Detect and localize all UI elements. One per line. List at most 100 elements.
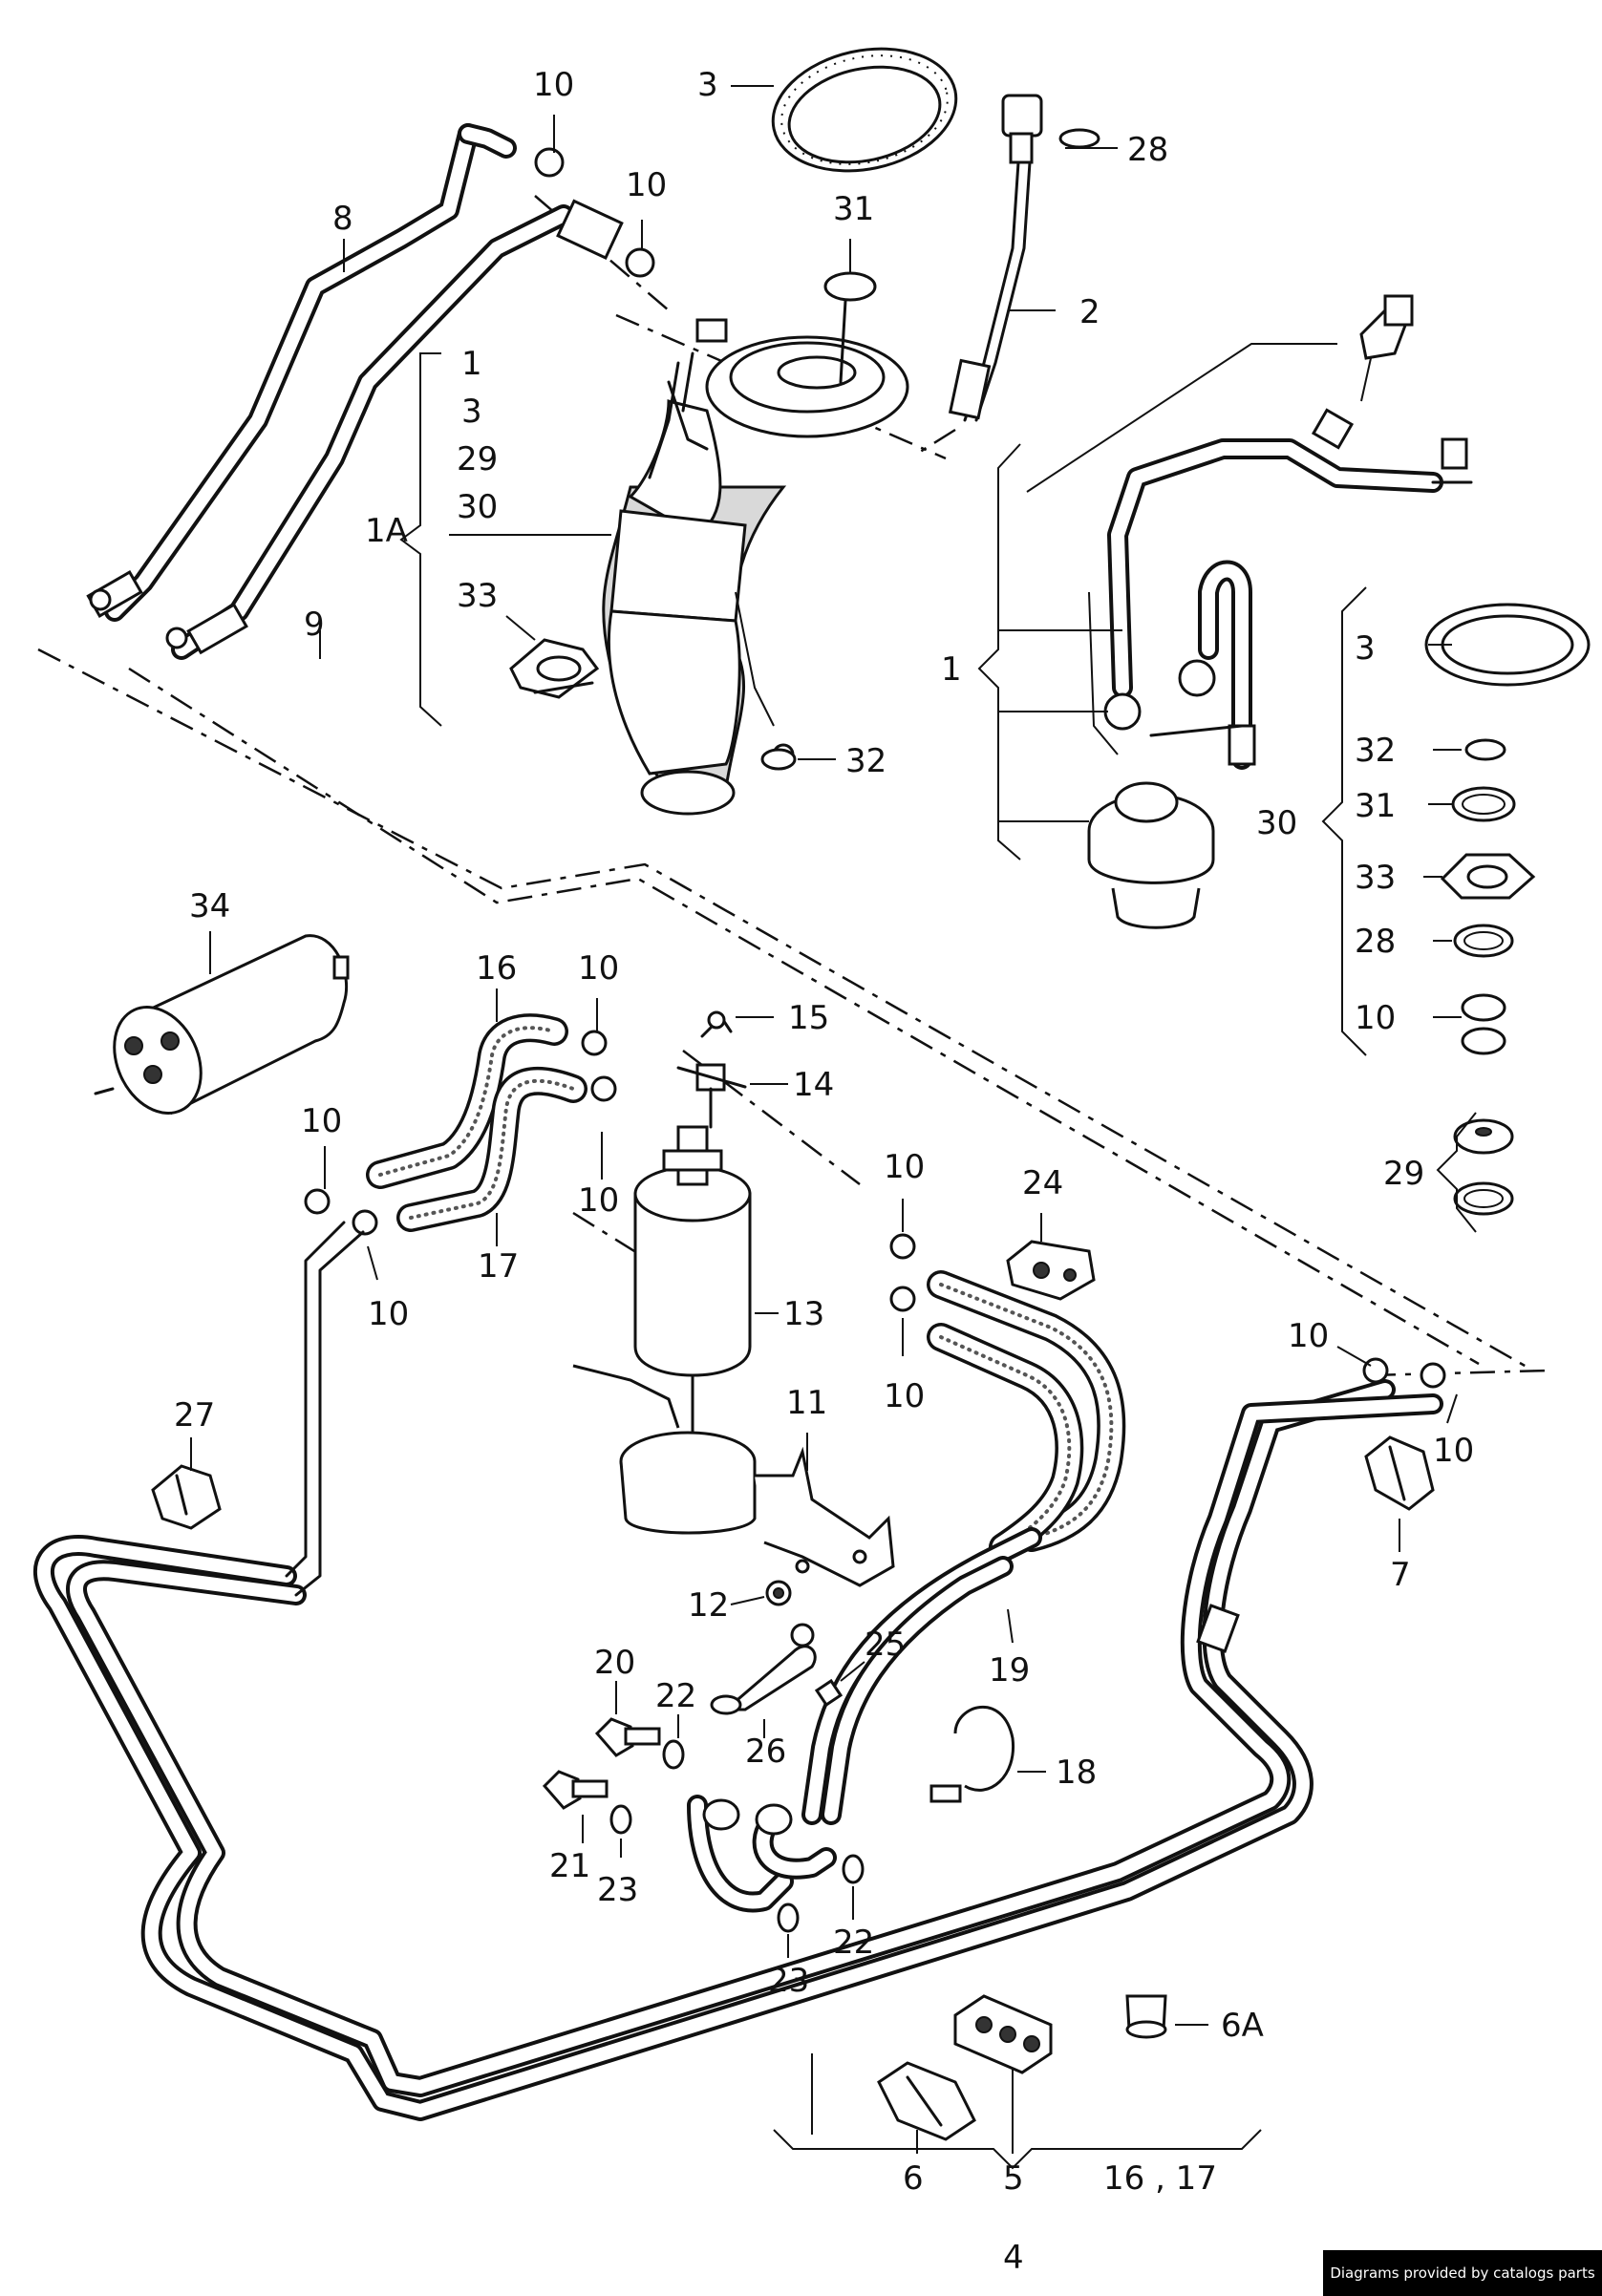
callout-6A: 6A bbox=[1221, 2007, 1264, 2045]
callout-32: 32 bbox=[1355, 732, 1396, 770]
callout-10: 10 bbox=[578, 1181, 619, 1220]
sender-gasket-33-left bbox=[509, 638, 600, 699]
callout-33: 33 bbox=[457, 577, 498, 615]
fuel-level-sensor-2 bbox=[948, 94, 1043, 422]
group-1a-item-29: 29 bbox=[457, 440, 498, 478]
breather-hose-9 bbox=[171, 199, 624, 660]
fuel-hose-17 bbox=[396, 1066, 587, 1232]
retainer-24 bbox=[1006, 1240, 1096, 1301]
callout-1A: 1A bbox=[365, 512, 408, 550]
filter-bracket-11 bbox=[572, 1364, 895, 1587]
fuel-hoses-to-lines bbox=[927, 1270, 1126, 1562]
seal-32-left bbox=[760, 748, 797, 771]
banjo-bolt-20 bbox=[594, 1717, 661, 1757]
callout-1: 1 bbox=[941, 650, 962, 689]
auxiliary-fuel-pump-34 bbox=[94, 934, 350, 1116]
callout-14: 14 bbox=[793, 1066, 834, 1104]
seal-32-right bbox=[1464, 738, 1506, 761]
o-ring-28-top bbox=[1058, 128, 1100, 149]
callout-30: 30 bbox=[1256, 804, 1297, 842]
callout-19: 19 bbox=[989, 1651, 1030, 1690]
callout-31: 31 bbox=[1355, 787, 1396, 825]
clip-7 bbox=[1364, 1435, 1435, 1511]
callout-11: 11 bbox=[786, 1384, 827, 1422]
callout-10: 10 bbox=[301, 1102, 342, 1140]
callout-3: 3 bbox=[697, 66, 718, 104]
gasket-33-right bbox=[1440, 853, 1536, 900]
group-1a-item-3: 3 bbox=[461, 393, 482, 431]
t-piece-14 bbox=[676, 1063, 747, 1129]
callout-10: 10 bbox=[626, 166, 667, 204]
banjo-union bbox=[687, 1795, 837, 1913]
callout-8: 8 bbox=[332, 200, 353, 238]
fuel-sender-unit-1A bbox=[602, 318, 909, 816]
callout-33: 33 bbox=[1355, 859, 1396, 897]
tank-seal-ring-3-top bbox=[771, 47, 958, 173]
callout-7: 7 bbox=[1390, 1556, 1411, 1594]
clamps-10-right bbox=[1461, 993, 1506, 1055]
fuel-hose-16 bbox=[366, 1013, 568, 1189]
callout-27: 27 bbox=[174, 1396, 215, 1435]
callout-10: 10 bbox=[368, 1295, 409, 1333]
callout-18: 18 bbox=[1056, 1754, 1097, 1792]
callout-10: 10 bbox=[1288, 1317, 1329, 1355]
connector-15 bbox=[700, 1010, 733, 1038]
clip-27 bbox=[151, 1464, 222, 1530]
callout-2: 2 bbox=[1079, 293, 1100, 331]
clip-25 bbox=[814, 1678, 844, 1708]
seal-31-top bbox=[823, 271, 877, 384]
callout-25: 25 bbox=[865, 1626, 906, 1664]
callout-10: 10 bbox=[884, 1148, 925, 1186]
callout-10: 10 bbox=[1355, 999, 1396, 1037]
callout-12: 12 bbox=[688, 1586, 729, 1625]
callout-24: 24 bbox=[1022, 1164, 1063, 1202]
clamps-10-mid bbox=[304, 1030, 1446, 1389]
callout-32: 32 bbox=[845, 742, 886, 780]
callout-3: 3 bbox=[1355, 629, 1376, 668]
callout-23: 23 bbox=[768, 1962, 809, 2000]
nut-12 bbox=[765, 1580, 792, 1606]
washers-22-23 bbox=[609, 1739, 865, 1933]
leader-lines bbox=[190, 85, 1477, 2170]
breather-hose-8 bbox=[86, 123, 517, 622]
callout-10: 10 bbox=[1433, 1432, 1474, 1470]
callout-21: 21 bbox=[549, 1847, 590, 1885]
clamps-10-upper bbox=[89, 147, 655, 649]
callout-31: 31 bbox=[833, 190, 874, 228]
callout-16: 16 bbox=[476, 949, 517, 988]
sealing-set-29 bbox=[1453, 1118, 1514, 1216]
callout-13: 13 bbox=[783, 1295, 824, 1333]
seal-31-right bbox=[1451, 786, 1516, 822]
callout-5: 5 bbox=[1003, 2159, 1024, 2198]
group-1a-item-1: 1 bbox=[461, 345, 482, 383]
callout-labels: 10 3 28 8 10 31 2 1 3 29 30 1A 33 9 32 1… bbox=[174, 66, 1474, 2277]
hose-clip-18 bbox=[929, 1706, 1015, 1803]
diagram-credit-badge: Diagrams provided by catalogs parts bbox=[1323, 2250, 1602, 2296]
fuel-pump-module-1 bbox=[1087, 294, 1473, 929]
callout-16-17: 16 , 17 bbox=[1103, 2159, 1217, 2198]
banjo-bolt-21 bbox=[542, 1770, 609, 1810]
callout-17: 17 bbox=[478, 1247, 519, 1286]
callout-22: 22 bbox=[655, 1677, 696, 1715]
callout-6: 6 bbox=[903, 2159, 924, 2198]
callout-4: 4 bbox=[1003, 2239, 1024, 2277]
callout-22: 22 bbox=[833, 1924, 874, 1962]
callout-10: 10 bbox=[884, 1377, 925, 1415]
callout-26: 26 bbox=[745, 1733, 786, 1771]
callout-28: 28 bbox=[1355, 923, 1396, 961]
fuel-filter-13 bbox=[633, 1125, 752, 1435]
clip-5 bbox=[953, 1994, 1053, 2074]
callout-15: 15 bbox=[788, 999, 829, 1037]
fuel-lines-4 bbox=[32, 1221, 1443, 2121]
o-ring-28-right bbox=[1453, 924, 1514, 958]
callout-10: 10 bbox=[533, 66, 574, 104]
callout-29: 29 bbox=[1383, 1155, 1424, 1193]
group-1a-item-30: 30 bbox=[457, 488, 498, 526]
callout-10: 10 bbox=[578, 949, 619, 988]
callout-28: 28 bbox=[1127, 131, 1168, 169]
cap-6A bbox=[1125, 1994, 1167, 2039]
callout-23: 23 bbox=[597, 1871, 638, 1909]
callout-20: 20 bbox=[594, 1644, 635, 1682]
